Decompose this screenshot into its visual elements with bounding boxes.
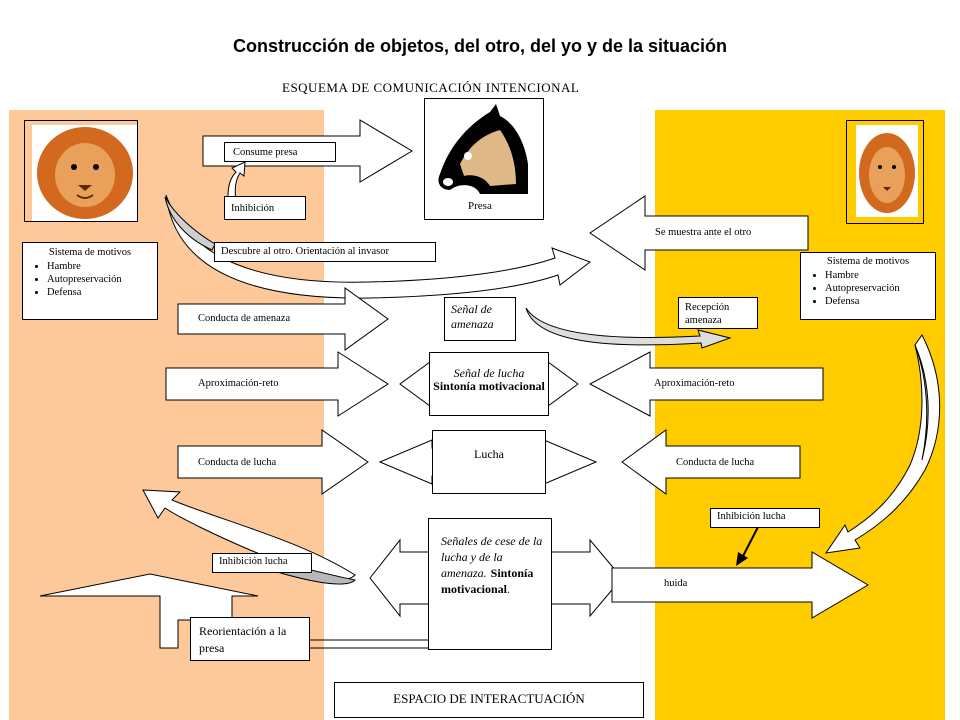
reorientacion-box: Reorientación a la presa: [190, 617, 310, 661]
amenaza-arrow: [177, 287, 389, 351]
motivos-title-right: Sistema de motivos: [826, 256, 910, 267]
motivo-defensa-left: Defensa: [47, 286, 153, 299]
huida-label: huida: [664, 578, 688, 589]
motivos-title-left: Sistema de motivos: [48, 247, 132, 258]
horse-head-icon: [438, 104, 528, 194]
senal-lucha-label: Señal de lucha: [453, 366, 525, 380]
inhibicion-label: Inhibición: [231, 203, 275, 214]
lucha-label: Lucha: [474, 447, 504, 461]
conducta-lucha-right-label: Conducta de lucha: [676, 457, 755, 468]
page-title: Construcción de objetos, del otro, del y…: [232, 36, 728, 56]
se-muestra-label: Se muestra ante el otro: [655, 227, 752, 238]
lion-frame-right: [846, 120, 924, 224]
senal-amenaza-label: Señal de amenaza: [451, 302, 494, 331]
espacio-label: ESPACIO DE INTERACTUACIÓN: [393, 691, 585, 706]
se-muestra-arrow: [589, 195, 809, 271]
descubre-box: Descubre al otro. Orientación al invasor: [214, 242, 436, 262]
lion-frame-left: [24, 120, 138, 222]
cese-box: Señales de cese de la lucha y de la amen…: [428, 518, 552, 650]
motivo-autopreservacion-right: Autopreservación: [825, 282, 931, 295]
senal-amenaza-box: Señal de amenaza: [444, 297, 516, 341]
senal-lucha-box: Señal de lucha Sintonía motivacional: [429, 352, 549, 416]
lucha-left-arrow: [177, 429, 369, 495]
inhibicion-lucha-right-label: Inhibición lucha: [717, 511, 786, 522]
motivo-autopreservacion-left: Autopreservación: [47, 273, 153, 286]
huida-arrow: [611, 551, 869, 619]
recepcion-box: Recepción amenaza: [678, 297, 758, 329]
right-motivos-shadow: [914, 344, 929, 461]
motivo-hambre-left: Hambre: [47, 260, 153, 273]
inhibicion-lucha-right-box: Inhibición lucha: [710, 508, 820, 528]
presa-label: Presa: [468, 200, 492, 212]
cese-end-label: .: [507, 582, 510, 596]
reorientacion-label: Reorientación a la presa: [199, 624, 287, 655]
lucha-right-arrow: [621, 429, 801, 495]
aproximacion-right-arrow: [588, 351, 824, 417]
sintonia-label: Sintonía motivacional: [433, 379, 545, 393]
cese-sintonia-label: Sintonía motivacional: [441, 566, 534, 596]
motivo-defensa-right: Defensa: [825, 295, 931, 308]
inhibicion-lucha-pointer: [741, 526, 759, 559]
aproximacion-right-label: Aproximación-reto: [654, 378, 735, 389]
motivos-box-left: Sistema de motivos Hambre Autopreservaci…: [22, 242, 158, 320]
motivos-box-right: Sistema de motivos Hambre Autopreservaci…: [800, 252, 936, 320]
inhibicion-lucha-left-label: Inhibición lucha: [219, 556, 288, 567]
consume-presa-box: Consume presa: [224, 142, 336, 162]
conducta-amenaza-label: Conducta de amenaza: [198, 313, 291, 324]
inhibicion-box: Inhibición: [224, 196, 306, 220]
descubre-curve-arrow: [165, 194, 592, 299]
lion-icon: [856, 125, 918, 217]
presa-box: [424, 98, 544, 220]
motivo-hambre-right: Hambre: [825, 269, 931, 282]
scheme-title: ESQUEMA DE COMUNICACIÓN INTENCIONAL: [282, 80, 580, 95]
recepcion-label: Recepción amenaza: [685, 302, 730, 326]
descubre-label: Descubre al otro. Orientación al invasor: [221, 246, 389, 257]
right-motivos-curve: [824, 334, 941, 554]
aproximacion-left-label: Aproximación-reto: [198, 378, 279, 389]
lucha-box: Lucha: [432, 430, 546, 494]
inhibicion-curve-arrow: [164, 196, 216, 251]
conducta-lucha-left-label: Conducta de lucha: [198, 457, 277, 468]
inhibicion-lucha-left-box: Inhibición lucha: [212, 553, 312, 573]
inhibicion-lucha-pointer-head: [736, 552, 748, 566]
senal-to-recepcion-arrow: [525, 307, 732, 349]
aproximacion-left-arrow: [165, 351, 389, 417]
espacio-box: ESPACIO DE INTERACTUACIÓN: [334, 682, 644, 718]
consume-presa-label: Consume presa: [233, 147, 298, 158]
lion-icon: [32, 125, 138, 221]
cese-label: Señales de cese de la lucha y de la amen…: [441, 534, 543, 580]
